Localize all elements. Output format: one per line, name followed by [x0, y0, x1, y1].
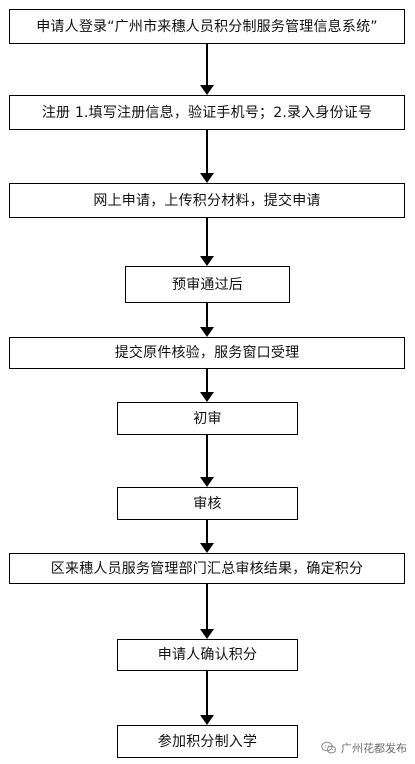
- step-label: 申请人登录“广州市来穗人员积分制服务管理信息系统”: [36, 18, 378, 35]
- arrow-head: [200, 173, 214, 183]
- step-label: 申请人确认积分: [157, 647, 258, 663]
- arrow-down: [200, 130, 214, 183]
- arrow-down: [200, 435, 214, 487]
- arrow-shaft: [206, 584, 208, 631]
- arrow-down: [200, 44, 214, 95]
- arrow-shaft: [206, 671, 208, 717]
- arrow-shaft: [206, 303, 208, 329]
- step-register: 注册 1.填写注册信息，验证手机号；2.录入身份证号: [9, 95, 405, 130]
- arrow-down: [200, 671, 214, 725]
- arrow-shaft: [206, 520, 208, 545]
- step-label: 审核: [193, 495, 222, 512]
- step-initial-review: 初审: [117, 402, 298, 435]
- arrow-down: [200, 520, 214, 553]
- source-watermark: 广州花都发布: [321, 739, 407, 757]
- arrow-head: [200, 715, 214, 725]
- step-online-application: 网上申请，上传积分材料，提交申请: [9, 183, 405, 218]
- arrow-shaft: [206, 218, 208, 258]
- step-original-verification: 提交原件核验，服务窗口受理: [9, 337, 405, 369]
- arrow-head: [200, 543, 214, 553]
- watermark-text: 广州花都发布: [341, 742, 407, 755]
- step-label: 区来穗人员服务管理部门汇总审核结果，确定积分: [50, 560, 364, 577]
- arrow-head: [200, 85, 214, 95]
- step-pre-review-passed: 预审通过后: [125, 266, 290, 303]
- arrow-down: [200, 218, 214, 266]
- step-label: 注册 1.填写注册信息，验证手机号；2.录入身份证号: [41, 104, 373, 121]
- step-label: 网上申请，上传积分材料，提交申请: [93, 192, 321, 209]
- step-label: 提交原件核验，服务窗口受理: [114, 345, 300, 361]
- arrow-down: [200, 584, 214, 639]
- arrow-head: [200, 327, 214, 337]
- step-label: 预审通过后: [172, 276, 243, 293]
- arrow-head: [200, 477, 214, 487]
- arrow-down: [200, 369, 214, 402]
- arrow-head: [200, 256, 214, 266]
- step-review: 审核: [117, 487, 298, 520]
- wechat-icon: [321, 741, 337, 754]
- step-district-points-confirmation: 区来穗人员服务管理部门汇总审核结果，确定积分: [9, 553, 405, 584]
- arrow-shaft: [206, 435, 208, 479]
- step-applicant-confirm-points: 申请人确认积分: [117, 639, 298, 671]
- step-label: 参加积分制入学: [157, 733, 258, 750]
- step-login-system: 申请人登录“广州市来穗人员积分制服务管理信息系统”: [9, 9, 405, 44]
- arrow-head: [200, 629, 214, 639]
- arrow-shaft: [206, 369, 208, 394]
- arrow-shaft: [206, 44, 208, 87]
- arrow-down: [200, 303, 214, 337]
- step-join-points-admission: 参加积分制入学: [117, 725, 298, 758]
- step-label: 初审: [193, 410, 222, 427]
- arrow-head: [200, 392, 214, 402]
- arrow-shaft: [206, 130, 208, 175]
